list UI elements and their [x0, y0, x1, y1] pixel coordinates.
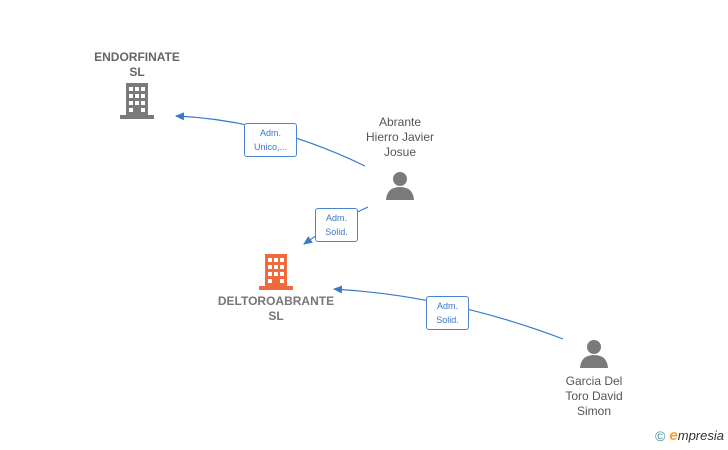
node-endorfinate[interactable]: ENDORFINATE SL	[88, 50, 186, 119]
node-abrante-name-line2: Hierro Javier	[365, 130, 434, 144]
person-icon	[580, 340, 608, 368]
edge-label-garcia-deltoroabrante[interactable]: Adm. Solid.	[426, 296, 469, 330]
node-deltoroabrante[interactable]: DELTOROABRANTE SL	[210, 254, 342, 324]
node-garcia-name-line1: Garcia Del	[565, 374, 623, 388]
node-abrante[interactable]: Abrante Hierro Javier Josue	[352, 115, 448, 200]
node-abrante-name-line3: Josue	[383, 145, 417, 159]
node-garcia-name-line2: Toro David	[565, 389, 623, 403]
node-endorfinate-name-line1: ENDORFINATE	[94, 50, 180, 64]
copyright-icon: ©	[655, 427, 666, 444]
edge-label-abrante-deltoroabrante[interactable]: Adm. Solid.	[315, 208, 358, 242]
edge-label-abrante-endorfinate[interactable]: Adm. Unico,...	[244, 123, 297, 157]
person-icon	[386, 172, 414, 200]
node-endorfinate-name-line2: SL	[129, 65, 145, 79]
building-icon	[120, 83, 154, 119]
node-abrante-name-line1: Abrante	[378, 115, 422, 129]
empresia-brand: © empresia	[655, 427, 724, 444]
building-icon	[259, 254, 293, 290]
empresia-logo: empresia	[669, 427, 724, 444]
node-garcia[interactable]: Garcia Del Toro David Simon	[546, 338, 642, 419]
node-deltoroabrante-name-line1: DELTOROABRANTE	[217, 294, 335, 308]
node-garcia-name-line3: Simon	[576, 404, 611, 418]
node-deltoroabrante-name-line2: SL	[268, 309, 284, 323]
